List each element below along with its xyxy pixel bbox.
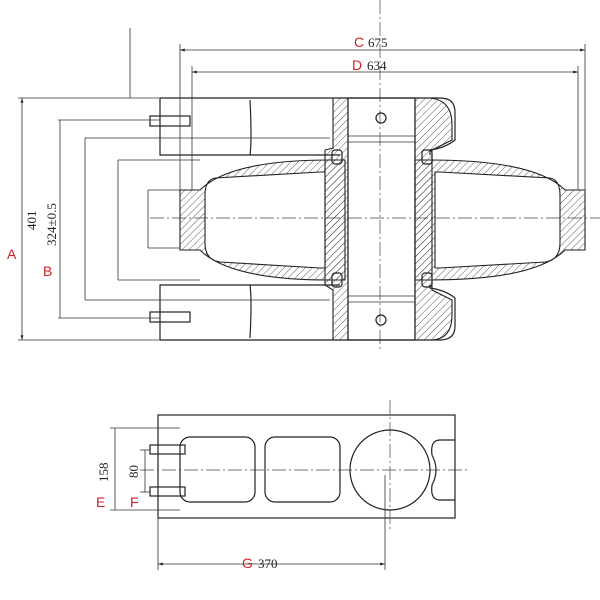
window-3	[431, 439, 455, 501]
dimension-e-value: 158	[96, 463, 111, 483]
bolts	[149, 115, 433, 323]
window-1	[179, 436, 256, 503]
dimension-lines	[18, 28, 586, 341]
axle-bore	[349, 429, 431, 511]
hub-left-wall	[324, 97, 349, 341]
right-wheel-section	[414, 159, 586, 281]
label-a: A	[7, 246, 17, 262]
label-e: E	[96, 494, 105, 510]
dimension-a-value: 401	[24, 211, 39, 231]
top-view: C 675 D 634 401 A 324±0.5 B	[7, 0, 600, 350]
label-b: B	[43, 263, 52, 279]
dimension-g-value: 370	[258, 556, 278, 571]
hub-right-wall	[414, 97, 453, 341]
pin-hole-icon	[375, 112, 387, 124]
dimension-b-value: 324±0.5	[44, 203, 59, 246]
lower-pad	[159, 284, 456, 341]
dimension-c-value: 675	[368, 35, 388, 50]
dimension-f-value: 80	[126, 465, 141, 478]
bottom-view: 158 E 80 F G 370	[96, 400, 470, 571]
label-f: F	[130, 494, 139, 510]
axle	[347, 97, 416, 341]
label-c: C	[354, 34, 364, 50]
bottom-dimension-lines	[110, 427, 386, 570]
label-d: D	[352, 57, 362, 73]
label-g: G	[242, 555, 253, 571]
upper-pad	[159, 97, 456, 156]
window-2	[264, 436, 341, 503]
pin-hole-icon	[375, 314, 387, 326]
frame-outline	[157, 414, 456, 519]
dimension-d-value: 634	[367, 58, 387, 73]
left-wheel-section	[179, 159, 346, 281]
